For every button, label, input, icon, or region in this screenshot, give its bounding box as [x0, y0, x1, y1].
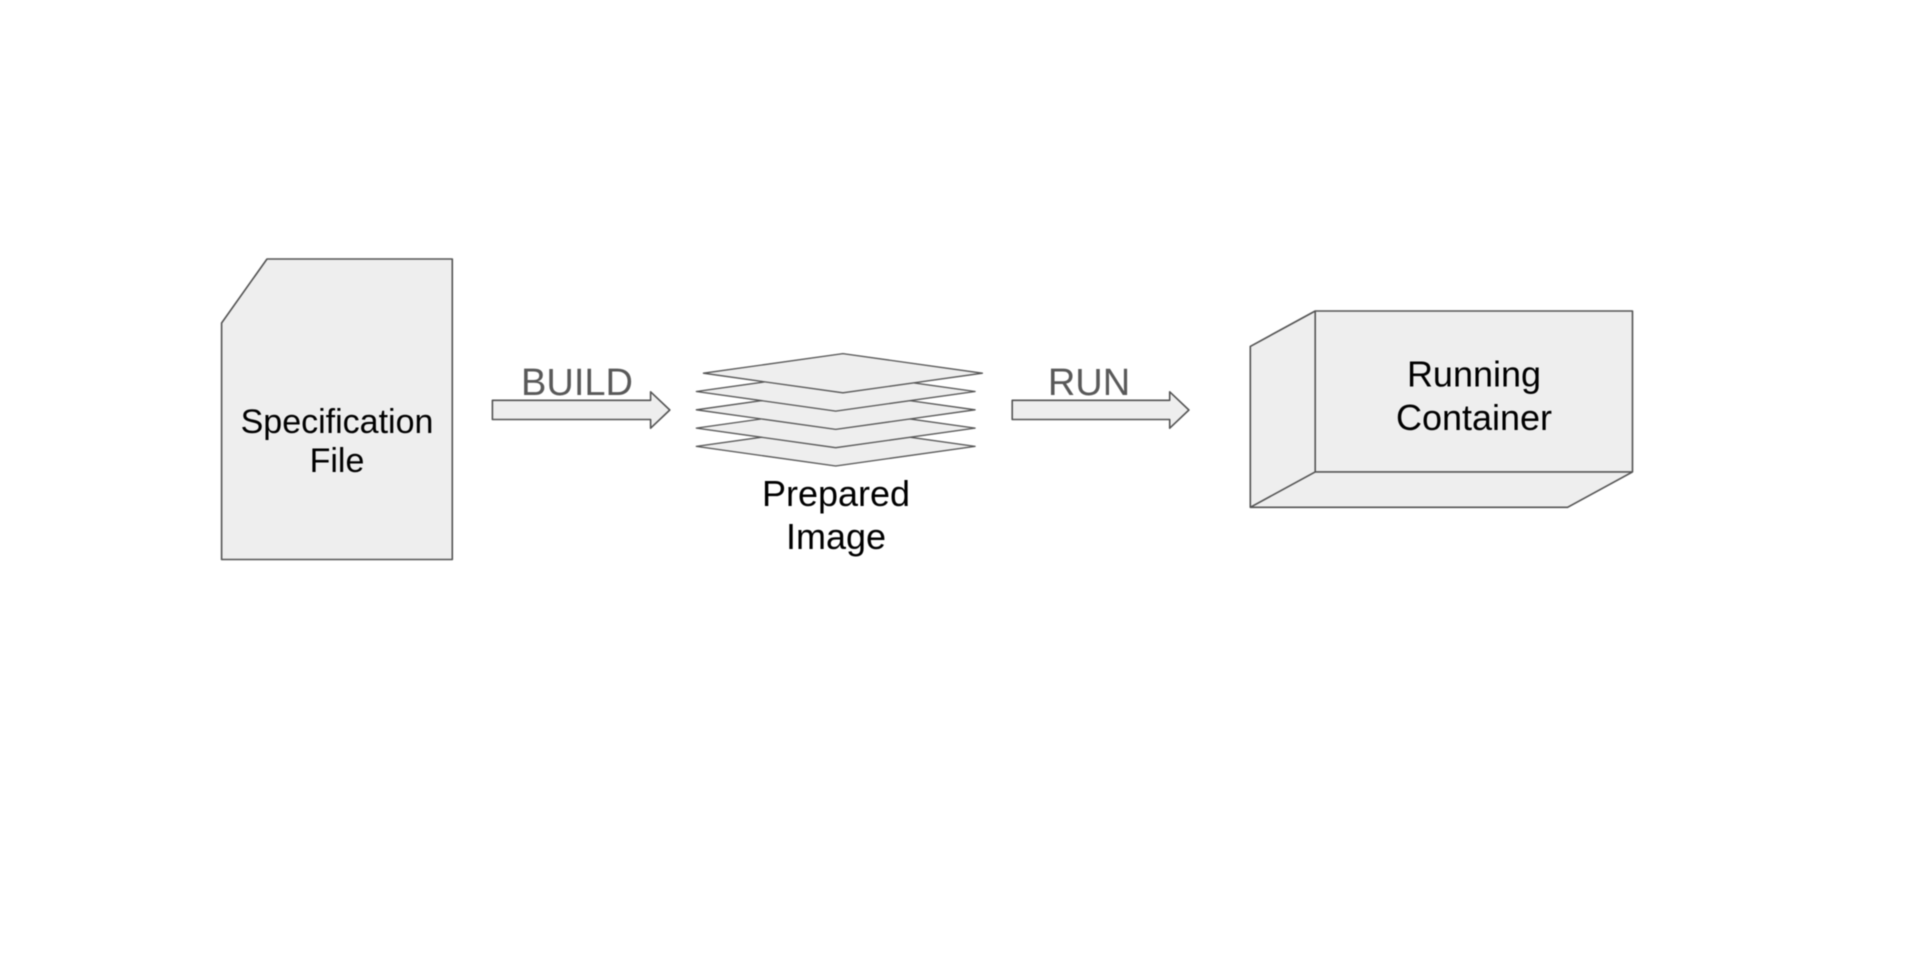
svg-text:BUILD: BUILD: [521, 362, 633, 404]
svg-text:Image: Image: [786, 516, 886, 557]
svg-text:Specification: Specification: [241, 403, 434, 441]
svg-text:RUN: RUN: [1048, 362, 1130, 404]
svg-text:Prepared: Prepared: [762, 473, 910, 514]
svg-text:File: File: [310, 442, 365, 480]
svg-text:Container: Container: [1396, 397, 1552, 438]
svg-text:Running: Running: [1407, 353, 1541, 394]
